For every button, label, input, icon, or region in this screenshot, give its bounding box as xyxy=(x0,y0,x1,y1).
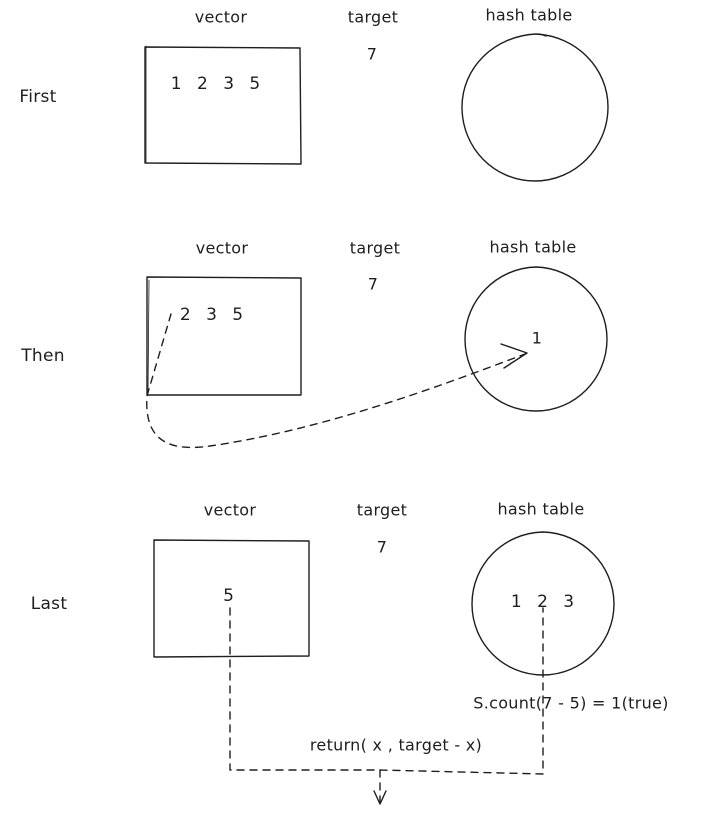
stage-3-hash-contents: 1 2 3 xyxy=(510,592,580,612)
stage-3-vector-box xyxy=(153,539,310,658)
stage-3-return-arrow-head xyxy=(373,790,387,805)
stage-2-hash-title: hash table xyxy=(489,237,577,257)
stage-3-hash-title: hash table xyxy=(497,499,585,519)
stage-2-hash-circle xyxy=(464,266,608,412)
count-check-text: S.count(7 - 5) = 1(true) xyxy=(473,693,669,713)
stage-2-vector-box xyxy=(146,276,302,396)
return-expression-text: return( x , target - x) xyxy=(309,735,483,755)
stage-2-vector-contents: 2 3 5 xyxy=(179,305,249,325)
stage-2-move-arrow xyxy=(146,313,526,449)
stage-1-target-title: target xyxy=(347,7,399,27)
stage-1-vector-contents: 1 2 3 5 xyxy=(170,74,266,94)
stage-2-target-value: 7 xyxy=(367,274,379,294)
stage-3-target-title: target xyxy=(356,500,408,520)
stage-1-label: First xyxy=(19,87,57,107)
stage-2-label: Then xyxy=(21,346,65,366)
stage-1-vector-title: vector xyxy=(194,7,248,27)
stage-2-arrow-head xyxy=(500,343,528,369)
stage-3-label: Last xyxy=(30,594,68,614)
stage-2-vector-title: vector xyxy=(195,238,249,258)
stage-2-hash-contents: 1 xyxy=(531,328,543,348)
stage-3-target-value: 7 xyxy=(376,537,388,557)
stage-3-vector-contents: 5 xyxy=(223,586,239,606)
stage-1-target-value: 7 xyxy=(366,44,378,64)
stage-1-hash-circle xyxy=(461,33,609,182)
stage-3-vector-title: vector xyxy=(203,500,257,520)
stage-1-hash-title: hash table xyxy=(485,5,573,25)
stage-2-vector-box-sketch xyxy=(147,279,150,394)
stage-1-vector-box xyxy=(144,46,302,165)
stage-2-target-title: target xyxy=(349,238,401,258)
